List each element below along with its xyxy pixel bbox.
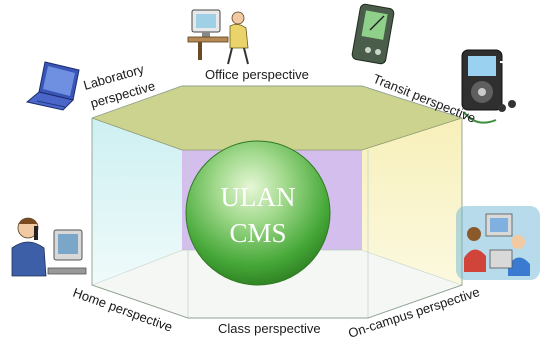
sphere-label-line1: ULAN <box>221 182 296 212</box>
office-worker-at-computer-icon <box>187 9 249 65</box>
top-face <box>92 86 462 150</box>
right-face <box>362 118 462 285</box>
hexagon-outline <box>91 85 463 319</box>
left-face <box>92 118 182 285</box>
students-at-computers-icon <box>456 206 540 280</box>
sphere-label-line2: CMS <box>229 218 286 248</box>
ulan-cms-sphere: ULAN CMS <box>185 140 331 286</box>
media-player-headphones-icon <box>461 49 524 124</box>
class-perspective-label: Class perspective <box>218 321 321 336</box>
laptop-icon <box>25 61 80 111</box>
office-perspective-label: Office perspective <box>205 67 309 82</box>
pda-stylus-icon <box>351 3 395 65</box>
person-on-phone-at-computer-icon <box>11 217 87 277</box>
